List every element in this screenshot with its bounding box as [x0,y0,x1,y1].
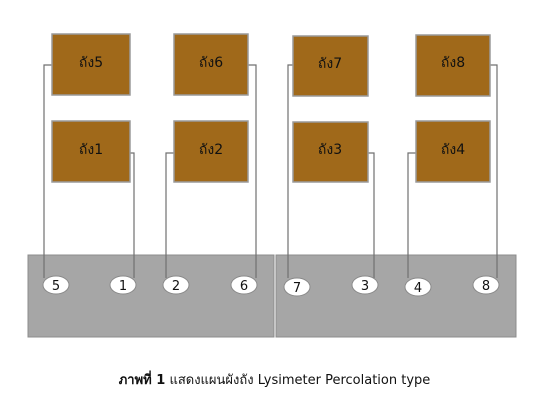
tank-4-box [415,120,491,183]
base-platform-right [275,254,517,338]
port-8-label: 8 [482,279,490,294]
tank-2-label: ถัง2 [199,142,223,158]
outlet-port-5: 5 [42,275,70,295]
outlet-port-3: 3 [351,275,379,295]
tank-6-box [173,33,249,96]
tank-8-label: ถัง8 [441,55,465,71]
pipe-tank7 [287,64,293,278]
outlet-port-8: 8 [472,275,500,295]
outlet-port-7: 7 [283,277,311,297]
tank-1-label: ถัง1 [79,142,103,158]
lysimeter-layout-diagram: ถัง5 ถัง6 ถัง7 ถัง8 ถัง1 ถัง2 ถัง3 ถัง4 … [27,33,517,338]
pipe-tank3 [368,152,375,278]
tank-7-label: ถัง7 [318,56,342,72]
port-1-label: 1 [119,279,127,294]
tank-3: ถัง3 [292,121,369,183]
tank-7: ถัง7 [292,35,369,97]
port-5-oval [42,275,70,295]
base-platform-left [27,254,275,338]
tank-1-box [51,120,131,183]
outlet-port-2: 2 [162,275,190,295]
pipe-tank5 [43,64,52,278]
tank-2: ถัง2 [173,120,249,183]
outlet-port-4: 4 [404,277,432,297]
tank-6: ถัง6 [173,33,249,96]
pipe-tank8 [490,64,498,278]
tank-3-label: ถัง3 [318,142,342,158]
tank-4: ถัง4 [415,120,491,183]
pipe-tank1 [130,152,135,278]
figure-caption-number: ภาพที่ 1 [118,373,166,388]
tank-6-label: ถัง6 [199,55,223,71]
figure-caption: ภาพที่ 1 แสดงแผนผังถัง Lysimeter Percola… [0,369,549,390]
outlet-port-6: 6 [230,275,258,295]
tank-8-box [415,34,491,97]
port-6-label: 6 [240,279,248,294]
port-4-oval [404,277,432,297]
figure-caption-text: แสดงแผนผังถัง Lysimeter Percolation type [169,373,431,388]
port-5-label: 5 [52,279,60,294]
tank-2-box [173,120,249,183]
outlet-port-1: 1 [109,275,137,295]
tank-1: ถัง1 [51,120,131,183]
tank-7-box [292,35,369,97]
pipe-tank6 [248,64,257,278]
tank-5: ถัง5 [51,33,131,96]
port-4-label: 4 [414,281,422,296]
port-6-oval [230,275,258,295]
tank-8: ถัง8 [415,34,491,97]
tank-3-box [292,121,369,183]
port-1-oval [109,275,137,295]
pipe-tank4 [407,152,416,278]
tank-5-box [51,33,131,96]
port-7-label: 7 [293,281,301,296]
port-3-oval [351,275,379,295]
tank-5-label: ถัง5 [79,55,103,71]
port-2-oval [162,275,190,295]
port-8-oval [472,275,500,295]
pipe-tank2 [165,152,174,278]
tank-4-label: ถัง4 [441,142,465,158]
port-7-oval [283,277,311,297]
drain-pipes [43,64,498,278]
port-2-label: 2 [172,279,180,294]
port-3-label: 3 [361,279,369,294]
